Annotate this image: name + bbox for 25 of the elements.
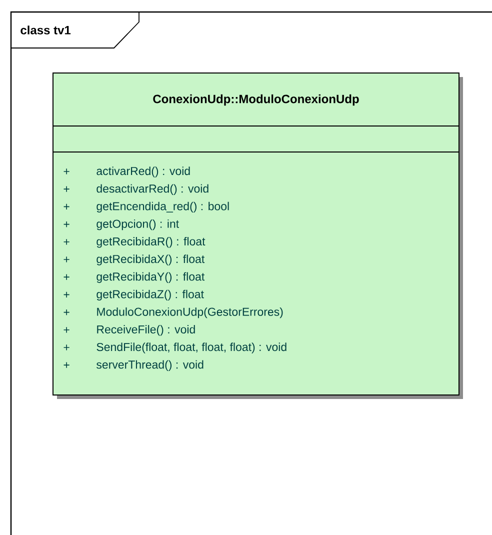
- visibility-marker: +: [64, 292, 70, 298]
- visibility-marker: +: [64, 221, 70, 228]
- visibility-marker: +: [64, 274, 70, 280]
- visibility-marker: +: [64, 344, 70, 350]
- visibility-marker: +: [64, 362, 70, 368]
- visibility-marker: +: [64, 186, 70, 192]
- operation-text: activarRed() : void: [96, 166, 190, 178]
- operation-text: getEncendida_red() : bool: [96, 202, 229, 213]
- visibility-marker: +: [64, 256, 70, 262]
- operation-text: getRecibidaR() : float: [96, 237, 206, 248]
- class-box: ConexionUdp::ModuloConexionUdp + activarRed() : void + desactivarRed() : void + getEncendida_red() : bool + getOpcion() : int + getRecibidaR() : float + getRecibidaX() : float + getRecibidaY() : float + getRecibidaZ() : float + ModuloConexionUdp(GestorErrores) + ReceiveFile() : void + SendFile(float, float, float, float) : void + serverThread() : void: [52, 72, 463, 399]
- visibility-marker: +: [64, 204, 70, 210]
- operation-text: ReceiveFile() : void: [97, 325, 195, 336]
- operation-text: desactivarRed() : void: [96, 184, 208, 195]
- visibility-marker: +: [64, 168, 70, 174]
- operation-text: SendFile(float, float, float, float) : void: [96, 342, 286, 354]
- visibility-marker: +: [64, 239, 70, 245]
- visibility-marker: +: [64, 327, 70, 333]
- visibility-marker: +: [64, 309, 70, 316]
- operation-text: getOpcion() : int: [96, 219, 179, 230]
- operation-text: getRecibidaY() : float: [96, 272, 205, 283]
- operation-text: serverThread() : void: [96, 360, 204, 371]
- operation-text: getRecibidaX() : float: [96, 254, 205, 266]
- operation-text: ModuloConexionUdp(GestorErrores): [97, 307, 283, 318]
- operation-text: getRecibidaZ() : float: [96, 290, 204, 301]
